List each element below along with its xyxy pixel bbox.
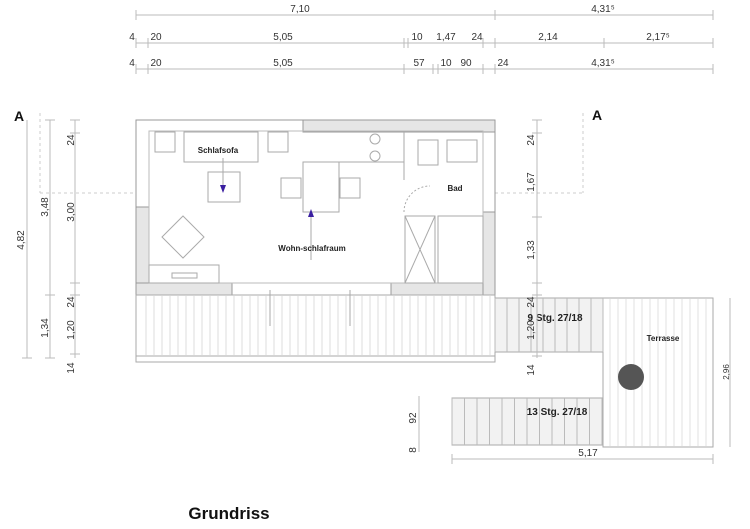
dim-label: 1,34	[40, 318, 51, 338]
dim-label: 5,05	[273, 32, 293, 43]
dim-label: 24	[66, 296, 77, 308]
dim-label: 8	[408, 447, 419, 453]
dim-label: 10	[440, 58, 452, 69]
dim-label: 14	[526, 364, 537, 376]
dim-label: 57	[413, 58, 425, 69]
arrow-up-icon	[308, 209, 314, 217]
right-dimensions: 24 1,67 1,33 24 1,20 14 92 8 2,96 5,17	[408, 119, 731, 464]
dim-label: 5,05	[273, 58, 293, 69]
dim-label: 24	[526, 296, 537, 308]
dim-label: 1,20	[66, 320, 77, 340]
dim-label: 5,17	[578, 448, 598, 459]
dim-label: 4,31⁵	[591, 58, 615, 69]
dim-label: 4,82	[16, 230, 27, 250]
dim-label: 20	[150, 32, 162, 43]
section-mark-left: A	[14, 108, 24, 124]
deck	[135, 290, 496, 363]
dim-label: 7,10	[290, 4, 310, 15]
dim-label: 1,33	[526, 240, 537, 260]
room-label-living: Wohn-schlafraum	[278, 244, 345, 253]
dim-label: 4	[129, 58, 135, 69]
dim-label: 2,17⁵	[646, 32, 670, 43]
stair-label-lower: 13 Stg. 27/18	[527, 407, 588, 418]
column-icon	[618, 364, 644, 390]
dim-label: 1,20	[526, 320, 537, 340]
section-mark-right: A	[592, 107, 602, 123]
dim-label: 24	[497, 58, 509, 69]
top-dimensions: 7,10 4,31⁵ 4 20 5,05 10 1,47 24 2,14 2,1…	[129, 4, 714, 74]
dim-label: 3,48	[40, 197, 51, 217]
left-dimensions: 4,82 3,48 1,34 24 3,00 24 1,20 14	[16, 119, 80, 374]
dim-label: 4	[129, 32, 135, 43]
stairs-terrace: 9 Stg. 27/18 Terrasse 13 Stg. 27/18	[451, 297, 714, 448]
dim-label: 24	[471, 32, 483, 43]
dim-label: 24	[526, 134, 537, 146]
dim-label: 2,96	[722, 364, 731, 380]
dim-label: 14	[66, 362, 77, 374]
dim-label: 90	[460, 58, 472, 69]
dim-label: 2,14	[538, 32, 558, 43]
arrow-down-icon	[220, 185, 226, 193]
dim-label: 20	[150, 58, 162, 69]
stair-label-upper: 9 Stg. 27/18	[527, 313, 582, 324]
dim-label: 3,00	[66, 202, 77, 222]
room-label-terrace: Terrasse	[647, 334, 680, 343]
dim-label: 10	[411, 32, 423, 43]
building: Schlafsofa Bad Wohn-schlafraum	[135, 119, 496, 296]
dim-label: 92	[408, 412, 419, 424]
dim-label: 4,31⁵	[591, 4, 615, 15]
dim-label: 1,67	[526, 172, 537, 192]
room-label-sofa: Schlafsofa	[198, 146, 239, 155]
drawing-title: Grundriss	[188, 504, 269, 523]
dim-label: 1,47	[436, 32, 456, 43]
room-label-bath: Bad	[447, 184, 462, 193]
dim-label: 24	[66, 134, 77, 146]
